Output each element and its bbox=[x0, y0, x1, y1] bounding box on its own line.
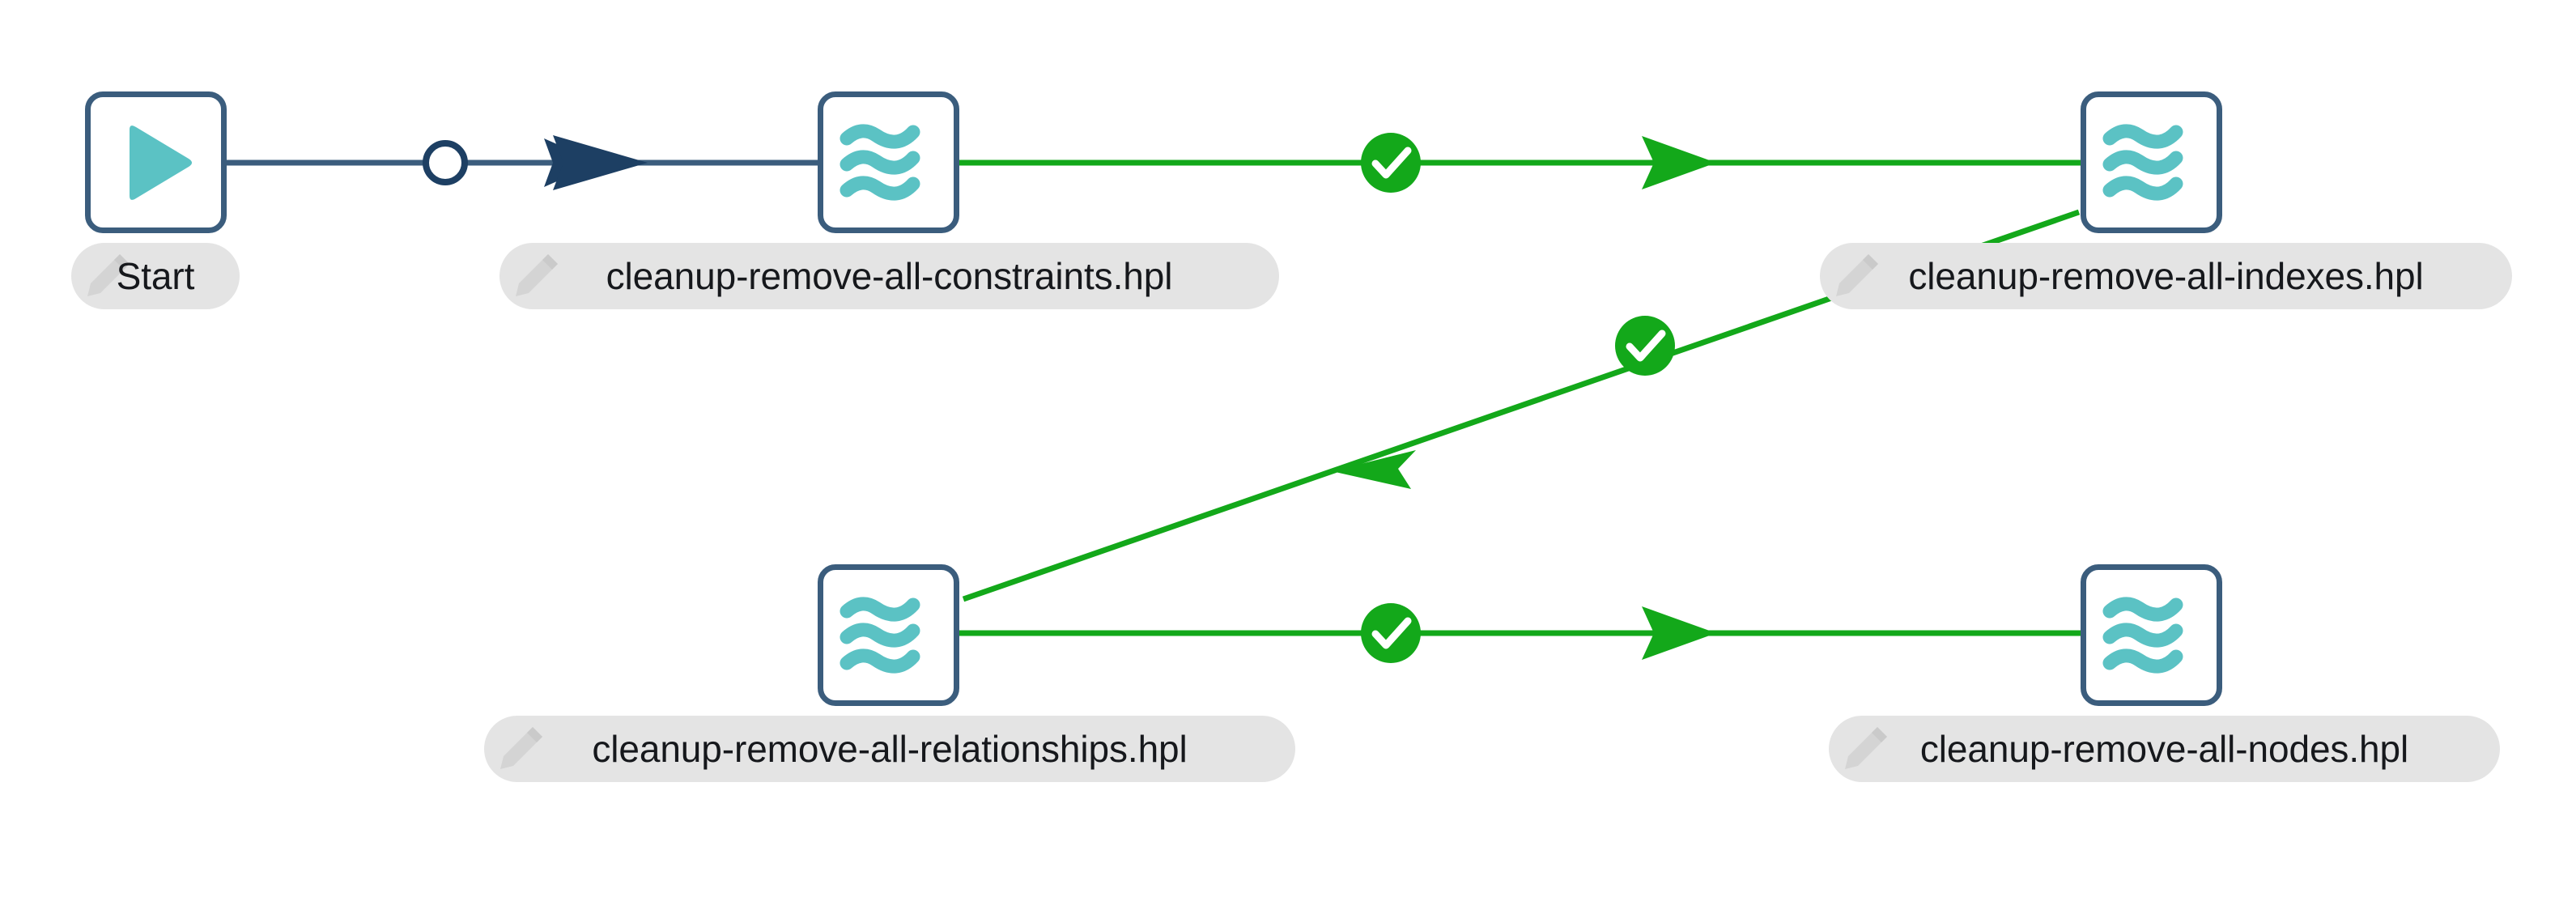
node-label-remove-nodes[interactable]: cleanup-remove-all-nodes.hpl bbox=[1829, 716, 2500, 782]
node-label-remove-indexes[interactable]: cleanup-remove-all-indexes.hpl bbox=[1820, 243, 2512, 309]
node-start[interactable] bbox=[85, 91, 227, 233]
pipeline-waves-icon bbox=[840, 596, 920, 673]
node-label-text: cleanup-remove-all-indexes.hpl bbox=[1908, 255, 2424, 297]
pencil-edit-icon bbox=[516, 254, 558, 296]
node-label-text: cleanup-remove-all-relationships.hpl bbox=[592, 728, 1188, 770]
node-remove-nodes[interactable] bbox=[2081, 564, 2222, 706]
node-label-remove-relationships[interactable]: cleanup-remove-all-relationships.hpl bbox=[484, 716, 1295, 782]
node-remove-relationships[interactable] bbox=[818, 564, 959, 706]
pencil-edit-icon bbox=[500, 727, 542, 769]
node-label-text: cleanup-remove-all-constraints.hpl bbox=[606, 255, 1173, 297]
pencil-edit-icon bbox=[1836, 254, 1878, 296]
hop-constraints-to-indexes[interactable] bbox=[959, 133, 2081, 193]
play-icon bbox=[129, 125, 192, 200]
hop-arrowhead-icon bbox=[1332, 450, 1416, 489]
hop-success-badge bbox=[1361, 133, 1421, 193]
pipeline-waves-icon bbox=[2102, 123, 2183, 200]
pipeline-waves-icon bbox=[2102, 596, 2183, 673]
hop-arrowhead-icon bbox=[1642, 136, 1716, 189]
check-mark-icon bbox=[1371, 147, 1412, 179]
hop-success-badge bbox=[1361, 603, 1421, 663]
pencil-edit-icon bbox=[1845, 727, 1887, 769]
node-label-remove-constraints[interactable]: cleanup-remove-all-constraints.hpl bbox=[499, 243, 1279, 309]
hop-success-badge bbox=[1615, 316, 1675, 376]
node-label-start[interactable]: Start bbox=[71, 243, 240, 309]
hop-start-to-constraints[interactable] bbox=[227, 135, 818, 190]
hop-unconditional-circle-icon[interactable] bbox=[423, 140, 468, 185]
hop-arrowhead-icon bbox=[1642, 606, 1716, 660]
check-mark-icon bbox=[1371, 617, 1412, 649]
hop-arrowhead-icon bbox=[553, 135, 648, 190]
check-mark-icon bbox=[1626, 330, 1666, 362]
pipeline-waves-icon bbox=[840, 123, 920, 200]
node-remove-constraints[interactable] bbox=[818, 91, 959, 233]
node-label-text: cleanup-remove-all-nodes.hpl bbox=[1919, 728, 2409, 770]
node-remove-indexes[interactable] bbox=[2081, 91, 2222, 233]
node-label-text: Start bbox=[116, 255, 195, 297]
hop-relationships-to-nodes[interactable] bbox=[959, 603, 2081, 663]
